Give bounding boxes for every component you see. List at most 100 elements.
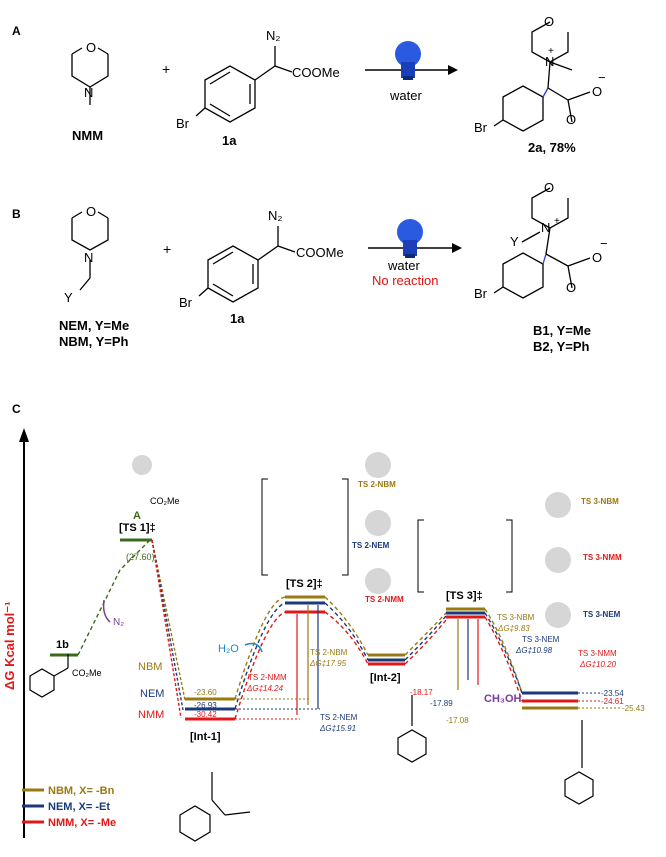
panel-a-scheme: O N + N₂ COOMe Br water O N + O O − Br — [71, 14, 606, 135]
label-ts3: [TS 3]‡ — [446, 590, 483, 602]
lightbulb-icon — [397, 219, 423, 258]
svg-text:ΔG‡14.24: ΔG‡14.24 — [246, 684, 284, 693]
product-b1-label: B1, Y=Me — [533, 323, 591, 338]
1b-structure — [29, 654, 69, 698]
plus-a: + — [162, 61, 170, 77]
svg-text:TS 3-NBM: TS 3-NBM — [581, 497, 619, 506]
label-ts1: [TS 1]‡ — [119, 522, 156, 534]
svg-text:TS 2-NBM: TS 2-NBM — [310, 648, 348, 657]
nem-nbm-structure — [71, 211, 109, 291]
svg-text:O: O — [592, 250, 602, 265]
compound-1a-b-structure — [198, 226, 296, 303]
svg-text:O: O — [566, 280, 576, 295]
condition-water-a: water — [389, 88, 422, 103]
y-axis-arrow — [19, 428, 29, 442]
legend-label-nbm: NBM, X= -Bn — [48, 785, 115, 797]
svg-text:TS 3-NMM: TS 3-NMM — [583, 553, 622, 562]
label-nbm: NBM — [138, 661, 162, 673]
svg-text:Y: Y — [510, 234, 519, 249]
co2me-1b: CO₂Me — [72, 668, 102, 678]
svg-text:TS 2-NBM: TS 2-NBM — [358, 480, 396, 489]
legend-label-nmm: NMM, X= -Me — [48, 817, 116, 829]
minus-charge-a: − — [598, 70, 606, 85]
nmm-o-atom: O — [86, 40, 96, 55]
svg-text:Br: Br — [474, 286, 488, 301]
svg-text:O: O — [86, 204, 96, 219]
plus-charge-a: + — [548, 46, 554, 57]
ts2-structures — [365, 452, 391, 594]
int1-structure — [179, 772, 251, 842]
svg-text:N: N — [84, 250, 93, 265]
svg-text:ΔG‡17.95: ΔG‡17.95 — [309, 659, 347, 668]
svg-text:-30.42: -30.42 — [194, 710, 217, 719]
plus-b: + — [163, 241, 171, 257]
ts3-structures — [545, 492, 571, 628]
svg-text:ΔG‡10.98: ΔG‡10.98 — [515, 646, 553, 655]
label-1b: 1b — [56, 639, 69, 651]
label-a: A — [133, 510, 141, 522]
svg-text:ΔG‡10.20: ΔG‡10.20 — [579, 660, 617, 669]
svg-text:-17.08: -17.08 — [446, 716, 469, 725]
br-label: Br — [176, 116, 190, 131]
svg-text:TS 3-NMM: TS 3-NMM — [578, 649, 617, 658]
product-2a-structure — [493, 21, 591, 132]
svg-text:−: − — [600, 236, 608, 251]
coome-label: COOMe — [292, 65, 340, 80]
product-o2: O — [566, 112, 576, 127]
ts1-value: (27.60) — [126, 552, 155, 562]
svg-text:Br: Br — [179, 295, 193, 310]
product-b-structure — [493, 187, 591, 299]
nmm-n-atom: N — [84, 85, 93, 100]
svg-text:N₂: N₂ — [268, 208, 282, 223]
label-ts2: [TS 2]‡ — [286, 578, 323, 590]
svg-text:+: + — [554, 216, 560, 227]
product-n-atom: N — [545, 54, 554, 69]
nbm-label: NBM, Y=Ph — [59, 334, 129, 349]
svg-text:-23.54: -23.54 — [601, 689, 624, 698]
panel-b-scheme: O N Y + N₂ COOMe Br O N + Y O O − Br — [64, 180, 608, 310]
n2-label: N₂ — [266, 28, 280, 43]
svg-text:TS 2-NEM: TS 2-NEM — [352, 541, 390, 550]
svg-text:-18.17: -18.17 — [410, 688, 433, 697]
no-reaction-label: No reaction — [372, 273, 439, 288]
label-int2: [Int-2] — [370, 672, 401, 684]
panel-c-letter: C — [12, 402, 21, 416]
label-int1: [Int-1] — [190, 731, 221, 743]
product-b2-label: B2, Y=Ph — [533, 339, 590, 354]
compound-1a-structure — [195, 46, 293, 123]
n2-release: N₂ — [113, 617, 124, 628]
svg-text:TS 3-NEM: TS 3-NEM — [583, 610, 621, 619]
panel-a-letter: A — [12, 24, 21, 38]
svg-text:N: N — [541, 220, 550, 235]
product-2a-label: 2a, 78% — [528, 140, 576, 155]
reactant-1a-label: 1a — [222, 133, 237, 148]
panel-b-letter: B — [12, 207, 21, 221]
legend-label-nem: NEM, X= -Et — [48, 801, 110, 813]
svg-text:-17.89: -17.89 — [430, 699, 453, 708]
svg-text:TS 2-NEM: TS 2-NEM — [320, 713, 358, 722]
label-nmm: NMM — [138, 709, 164, 721]
svg-text:O: O — [544, 180, 554, 195]
svg-text:TS 3-NEM: TS 3-NEM — [522, 635, 560, 644]
br-label-product: Br — [474, 120, 488, 135]
reactant-1a-b-label: 1a — [230, 311, 245, 326]
y-axis-label: ΔG Kcal mol⁻¹ — [2, 602, 17, 690]
svg-text:TS 2-NMM: TS 2-NMM — [248, 673, 287, 682]
svg-text:-24.61: -24.61 — [601, 697, 624, 706]
svg-text:ΔG‡15.91: ΔG‡15.91 — [319, 724, 356, 733]
legend: NBM, X= -Bn NEM, X= -Et NMM, X= -Me — [22, 785, 116, 829]
svg-text:-23.60: -23.60 — [194, 688, 217, 697]
svg-text:-25.43: -25.43 — [622, 704, 645, 713]
product-o-atom: O — [544, 14, 554, 29]
reactant-nmm-label: NMM — [72, 128, 104, 143]
lightbulb-icon — [395, 41, 421, 80]
nmm-structure — [71, 47, 109, 105]
y-label-b: Y — [64, 290, 73, 305]
ts1-structure — [132, 455, 152, 475]
product-o3: O — [592, 84, 602, 99]
h2o-label: H₂O — [218, 643, 239, 655]
nem-label: NEM, Y=Me — [59, 318, 130, 333]
svg-text:TS 2-NMM: TS 2-NMM — [365, 595, 404, 604]
svg-text:TS 3-NBM: TS 3-NBM — [497, 613, 535, 622]
